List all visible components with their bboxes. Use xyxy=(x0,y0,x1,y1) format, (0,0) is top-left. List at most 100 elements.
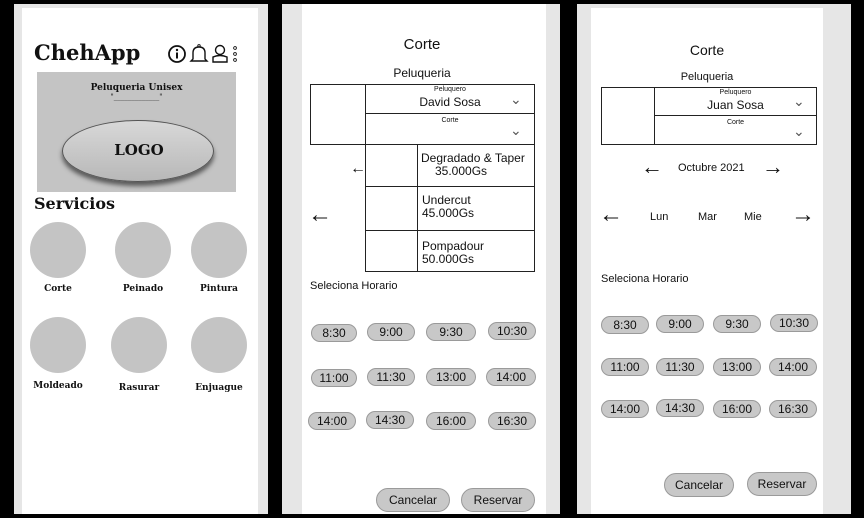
cut-option[interactable]: Degradado & Taper 35.000Gs xyxy=(418,145,534,186)
day-label[interactable]: Mar xyxy=(698,211,717,223)
service-peinado-icon[interactable] xyxy=(115,222,171,278)
time-slot[interactable]: 8:30 xyxy=(601,316,649,334)
info-icon[interactable] xyxy=(167,44,187,64)
time-slot[interactable]: 11:30 xyxy=(367,368,415,386)
banner: Peluqueria Unisex "_____________" LOGO xyxy=(37,72,236,192)
calendar-screen: Corte Peluqueria Peluquero Juan Sosa ⌄ C… xyxy=(591,8,823,514)
month-label: Octubre 2021 xyxy=(678,162,745,174)
user-icon[interactable] xyxy=(211,44,229,64)
page-subtitle: Peluqueria xyxy=(393,66,451,80)
divider xyxy=(365,230,535,231)
cut-select[interactable]: Corte ⌄ xyxy=(365,113,535,145)
phone-frame-booking: Corte Peluqueria Peluquero David Sosa ⌄ … xyxy=(282,4,560,514)
banner-title: Peluqueria Unisex xyxy=(90,83,183,93)
barber-select-value: Juan Sosa xyxy=(707,98,764,112)
service-rasurar-icon[interactable] xyxy=(111,317,167,373)
barber-select-value: David Sosa xyxy=(419,95,481,109)
service-label[interactable]: Enjuague xyxy=(195,383,243,393)
service-corte-icon[interactable] xyxy=(30,222,86,278)
logo-ellipse: LOGO xyxy=(62,120,214,182)
reserve-button[interactable]: Reservar xyxy=(461,488,535,512)
bell-icon[interactable] xyxy=(189,43,209,65)
time-slot[interactable]: 16:00 xyxy=(713,400,761,418)
service-pintura-icon[interactable] xyxy=(191,222,247,278)
time-slot[interactable]: 13:00 xyxy=(426,368,476,386)
services-heading: Servicios xyxy=(34,194,116,213)
service-enjuague-icon[interactable] xyxy=(191,317,247,373)
time-slot[interactable]: 9:00 xyxy=(367,323,415,341)
divider xyxy=(365,186,535,187)
service-label[interactable]: Peinado xyxy=(122,284,164,294)
logo-text: LOGO xyxy=(114,141,164,159)
time-slot[interactable]: 14:00 xyxy=(769,358,817,376)
cut-option-price: 35.000Gs xyxy=(435,164,488,178)
cut-option-name: Degradado & Taper xyxy=(421,151,525,165)
cut-option[interactable]: Undercut 45.000Gs xyxy=(418,187,534,230)
time-slot[interactable]: 16:00 xyxy=(426,412,476,430)
cut-options-list xyxy=(365,144,535,272)
chevron-down-icon[interactable]: ⌄ xyxy=(793,123,805,139)
barber-select[interactable]: Peluquero David Sosa ⌄ xyxy=(365,84,535,114)
service-label[interactable]: Corte xyxy=(44,284,72,294)
time-slot[interactable]: 9:30 xyxy=(713,315,761,333)
schedule-label: Seleciona Horario xyxy=(310,280,398,292)
time-slot[interactable]: 14:30 xyxy=(366,411,414,429)
arrow-left-icon[interactable]: ← xyxy=(308,201,332,228)
chevron-down-icon[interactable]: ⌄ xyxy=(793,93,805,109)
barber-image-box xyxy=(601,87,655,145)
time-slot[interactable]: 14:00 xyxy=(601,400,649,418)
phone-frame-calendar: Corte Peluqueria Peluquero Juan Sosa ⌄ C… xyxy=(577,4,851,514)
chevron-down-icon[interactable]: ⌄ xyxy=(510,122,522,138)
page-subtitle: Peluqueria xyxy=(680,71,734,83)
time-slot[interactable]: 14:30 xyxy=(656,399,704,417)
cut-option[interactable]: Pompadour 50.000Gs xyxy=(418,231,534,272)
time-slot[interactable]: 9:00 xyxy=(656,315,704,333)
cut-option-price: 50.000Gs xyxy=(422,252,475,266)
service-label[interactable]: Rasurar xyxy=(118,383,160,393)
time-slot[interactable]: 13:00 xyxy=(713,358,761,376)
arrow-left-icon[interactable]: ← xyxy=(641,154,663,179)
cancel-button[interactable]: Cancelar xyxy=(664,473,734,497)
cut-option-name: Undercut xyxy=(422,193,471,207)
reserve-button[interactable]: Reservar xyxy=(747,472,817,496)
banner-subtitle: "_____________" xyxy=(110,93,163,101)
service-moldeado-icon[interactable] xyxy=(30,317,86,373)
cancel-button[interactable]: Cancelar xyxy=(376,488,450,512)
option-image-column xyxy=(417,144,418,272)
time-slot[interactable]: 9:30 xyxy=(426,323,476,341)
service-label[interactable]: Moldeado xyxy=(33,381,83,391)
time-slot[interactable]: 10:30 xyxy=(488,322,536,340)
arrow-left-icon[interactable]: ← xyxy=(599,201,623,228)
arrow-left-icon[interactable]: ← xyxy=(350,160,366,177)
time-slot[interactable]: 16:30 xyxy=(769,400,817,418)
service-label[interactable]: Pintura xyxy=(199,284,238,294)
time-slot[interactable]: 14:00 xyxy=(486,368,536,386)
booking-screen: Corte Peluqueria Peluquero David Sosa ⌄ … xyxy=(302,4,546,514)
day-label[interactable]: Mie xyxy=(744,211,762,223)
time-slot[interactable]: 10:30 xyxy=(770,314,818,332)
barber-select-label: Peluquero xyxy=(719,89,752,96)
page-title: Corte xyxy=(689,42,725,58)
cut-select[interactable]: Corte ⌄ xyxy=(654,115,817,145)
cut-option-name: Pompadour xyxy=(422,239,485,253)
arrow-right-icon[interactable]: → xyxy=(762,154,784,179)
time-slot[interactable]: 11:00 xyxy=(311,369,357,387)
time-slot[interactable]: 11:00 xyxy=(601,358,649,376)
time-slot[interactable]: 8:30 xyxy=(311,324,357,342)
app-title: ChehApp xyxy=(34,40,141,65)
chevron-down-icon[interactable]: ⌄ xyxy=(510,91,522,107)
cut-select-label: Corte xyxy=(441,117,459,124)
schedule-label: Seleciona Horario xyxy=(601,273,689,285)
page-title: Corte xyxy=(403,36,441,53)
arrow-right-icon[interactable]: → xyxy=(791,201,815,228)
barber-select[interactable]: Peluquero Juan Sosa ⌄ xyxy=(654,87,817,116)
time-slot[interactable]: 11:30 xyxy=(656,358,704,376)
home-screen: ChehApp Peluqueria Unisex "_____________… xyxy=(22,8,258,514)
cut-select-label: Corte xyxy=(726,119,745,126)
time-slot[interactable]: 16:30 xyxy=(488,412,536,430)
more-vertical-icon[interactable] xyxy=(232,45,238,63)
cut-option-price: 45.000Gs xyxy=(422,206,475,220)
barber-select-label: Peluquero xyxy=(434,86,466,93)
day-label[interactable]: Lun xyxy=(650,211,669,223)
time-slot[interactable]: 14:00 xyxy=(308,412,356,430)
